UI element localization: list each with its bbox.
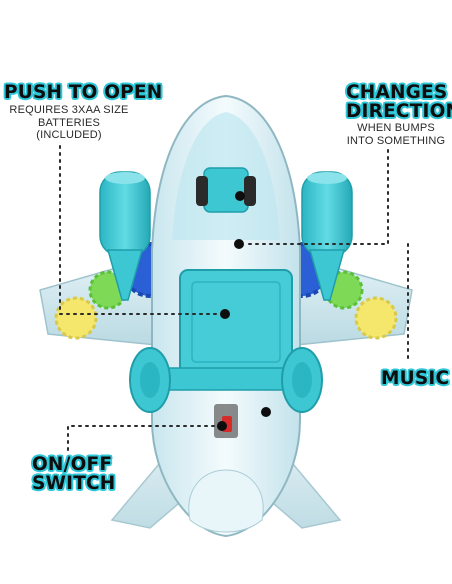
engines [99, 171, 353, 301]
gears [54, 242, 398, 340]
on-off-switch [214, 404, 238, 438]
battery-compartment [179, 269, 293, 375]
push-to-open-title: PUSH TO OPEN [4, 82, 163, 103]
changes-direction-title-line-2: DIRECTION [346, 101, 452, 122]
callout-markers [217, 191, 271, 431]
leader-lines [59, 145, 409, 451]
on-off-title-line-2: SWITCH [32, 473, 116, 494]
front-wheel [196, 167, 256, 213]
push-to-open-line-1: REQUIRES 3XAA SIZE [9, 104, 129, 116]
changes-direction-description: WHEN BUMPS INTO SOMETHING [340, 122, 452, 147]
on-off-switch-title: ON/OFF SWITCH [32, 454, 116, 494]
on-off-title-line-1: ON/OFF [32, 454, 113, 475]
changes-direction-line-2: INTO SOMETHING [346, 134, 446, 147]
changes-direction-title: CHANGES DIRECTION [346, 82, 452, 122]
changes-direction-title-line-1: CHANGES [346, 82, 448, 103]
rear-wheels [129, 347, 323, 413]
music-title: MUSIC [381, 368, 450, 389]
push-to-open-line-2: BATTERIES [37, 116, 101, 129]
push-to-open-line-3: (INCLUDED) [36, 129, 102, 141]
changes-direction-line-1: WHEN BUMPS [357, 122, 435, 134]
push-to-open-description: REQUIRES 3XAA SIZE BATTERIES (INCLUDED) [6, 104, 132, 142]
